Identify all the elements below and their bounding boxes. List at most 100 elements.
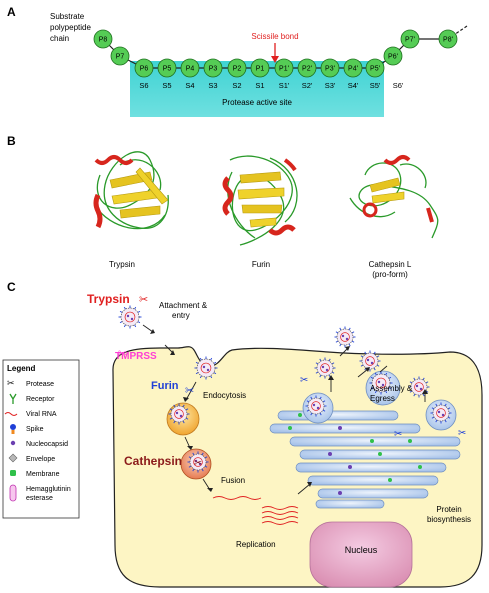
s-site-label: S1: [255, 81, 264, 90]
legend-protease: Protease: [26, 381, 54, 388]
p-bead-label: P5': [370, 66, 380, 73]
furin-label: Furin: [151, 380, 179, 392]
substrate-label-2: polypeptide: [50, 23, 91, 32]
s-site-label: S4': [348, 81, 359, 90]
s-site-label: S6': [393, 81, 404, 90]
p-bead-13: P5': [365, 58, 385, 78]
virion: [408, 376, 430, 398]
er-cargo-dot: [288, 426, 292, 430]
nucleus-label: Nucleus: [345, 545, 378, 555]
p-bead-label: P8: [99, 37, 108, 44]
substrate-label-3: chain: [50, 34, 69, 43]
tmprss-scissors-icon: ✂: [118, 348, 127, 360]
p-bead-3: P6: [134, 58, 154, 78]
virion: [369, 371, 393, 395]
p-bead-label: P7': [405, 37, 415, 44]
trypsin-label: Trypsin: [109, 260, 135, 269]
panel-b-label: B: [7, 134, 16, 148]
s-site-label: S6: [139, 81, 148, 90]
assembly-label-2: Egress: [370, 394, 395, 403]
panel-c-label: C: [7, 280, 16, 294]
p-bead-14: P6': [383, 46, 403, 66]
p-bead-5: P4: [180, 58, 200, 78]
p-bead-7: P2: [227, 58, 247, 78]
legend: Legend ✂ Protease Receptor Viral RNA Spi…: [2, 359, 80, 519]
legend-spike-icon: [10, 424, 16, 430]
viral-rna: [212, 496, 299, 525]
p-bead-label: P3: [209, 66, 218, 73]
scissile-arrow-head: [271, 56, 279, 63]
s-site-label: S5: [162, 81, 171, 90]
scissors-icon: ✂ ✂ ✂ ✂ ✂ ✂ ✂: [118, 294, 466, 469]
p-bead-label: P2': [302, 66, 312, 73]
legend-hemagglutinin: Hemagglutinin: [26, 486, 71, 493]
er-cargo-dot: [408, 439, 412, 443]
furin-structure: [222, 155, 298, 246]
virion: [168, 403, 190, 425]
p-bead-15: P7': [400, 29, 420, 49]
p-bead-4: P5: [157, 58, 177, 78]
attachment-label-1: Attachment &: [159, 301, 208, 310]
legend-membrane-icon: [10, 470, 16, 476]
virions: [118, 305, 452, 473]
virion: [314, 357, 336, 379]
substrate-label-1: Substrate: [50, 12, 85, 21]
legend-receptor-icon: [9, 393, 17, 404]
p-bead-label: P7: [116, 54, 125, 61]
fusion-label: Fusion: [221, 476, 245, 485]
chain-continuation: [447, 25, 468, 40]
panel-c: C Nucleus: [2, 280, 483, 588]
virion: [430, 402, 452, 424]
cathepsin-label: Cathepsin: [124, 454, 182, 468]
er-cargo-dot: [348, 465, 352, 469]
er-cargo-dot: [338, 426, 342, 430]
legend-envelope: Envelope: [26, 456, 55, 463]
er-golgi: [269, 410, 461, 509]
p-bead-11: P3': [320, 58, 340, 78]
legend-esterase: esterase: [26, 495, 53, 502]
virion: [305, 395, 327, 417]
nucleus: [309, 521, 413, 588]
p-bead-2: P7: [110, 46, 130, 66]
p-bead-6: P3: [203, 58, 223, 78]
p-bead-12: P4': [343, 58, 363, 78]
legend-receptor: Receptor: [26, 396, 55, 403]
protein-label-2: biosynthesis: [427, 515, 471, 524]
er-cargo-dot: [378, 452, 382, 456]
legend-hemagglutinin-icon: [9, 484, 17, 502]
legend-scissors-icon: ✂: [7, 378, 15, 388]
endocytosis-label: Endocytosis: [203, 391, 246, 400]
p-bead-label: P4': [348, 66, 358, 73]
p-bead-label: P6': [388, 54, 398, 61]
er-cargo-dot: [388, 478, 392, 482]
p-bead-8: P1: [250, 58, 270, 78]
s-site-label: S1': [279, 81, 290, 90]
cathepsin-scissors-icon: ✂: [194, 458, 202, 469]
s-site-label: S3': [325, 81, 336, 90]
virion: [118, 305, 142, 329]
legend-spike: Spike: [26, 426, 44, 433]
p-bead-9: P1': [274, 58, 294, 78]
legend-nucleocapsid: Nucleocapsid: [26, 441, 68, 448]
legend-rna-icon: [4, 412, 18, 416]
cathepsin-l-sublabel: (pro-form): [372, 270, 408, 279]
trypsin-scissors-icon: ✂: [139, 294, 148, 306]
replication-label: Replication: [236, 540, 276, 549]
p-bead-1: P8: [93, 29, 113, 49]
s-site-label: S2: [232, 81, 241, 90]
panel-b: B Trypsin Furin: [7, 134, 439, 279]
p-bead-label: P1: [256, 66, 265, 73]
s-site-label: S2': [302, 81, 313, 90]
protein-label-1: Protein: [436, 505, 461, 514]
virion: [187, 451, 209, 473]
er-cargo-dot: [338, 491, 342, 495]
furin-egress-scissors-icon: ✂: [300, 375, 308, 386]
er-cargo-dot: [328, 452, 332, 456]
virion: [194, 356, 218, 380]
panel-a-label: A: [7, 5, 16, 19]
s-site-label: S4: [185, 81, 194, 90]
